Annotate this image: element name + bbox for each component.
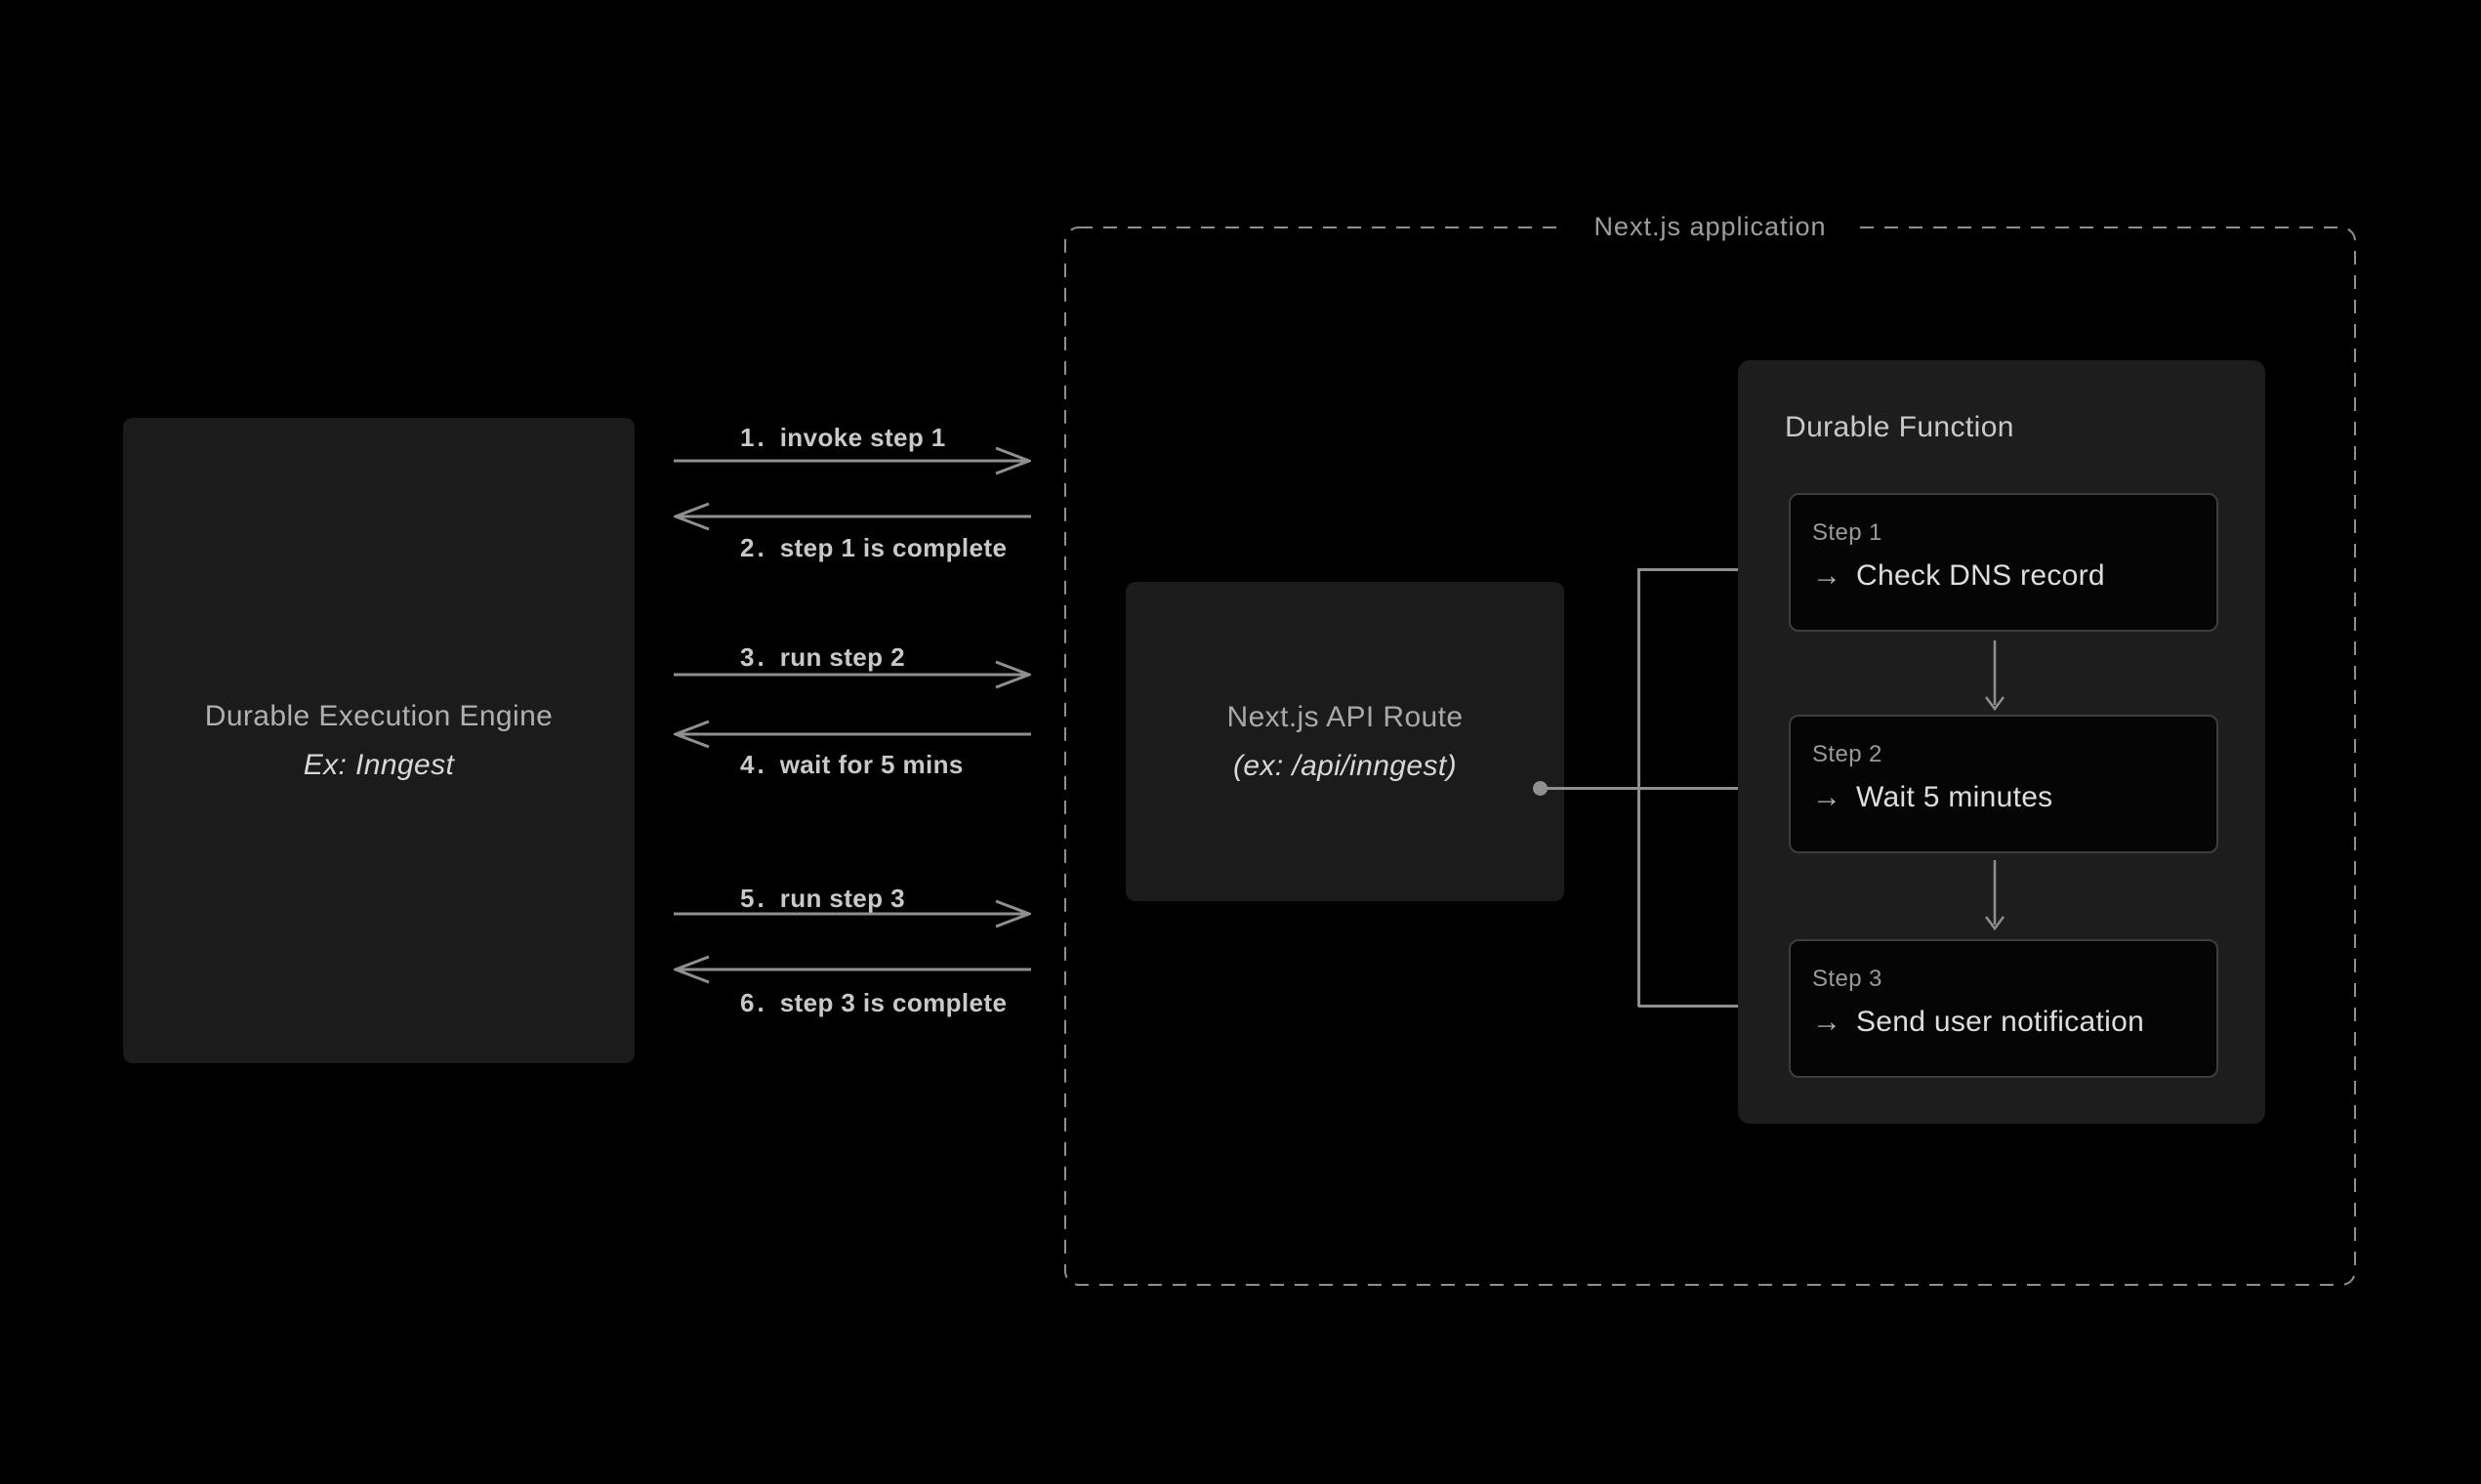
step-action-row: → Wait 5 minutes (1812, 781, 2216, 814)
durable-execution-engine-box: Durable Execution Engine Ex: Inngest (123, 418, 635, 1063)
message-label-3: 3. run step 2 (740, 641, 905, 673)
dashed-border (1064, 227, 2356, 1286)
step-box-1: Step 1 → Check DNS record (1789, 493, 2218, 632)
arrow-down-icon (1985, 640, 2005, 711)
nextjs-application-container: Next.js application (1064, 208, 2356, 1286)
message-label-4: 4. wait for 5 mins (740, 749, 964, 780)
step-label: Step 2 (1812, 741, 1882, 767)
arrow-right-icon (674, 446, 1031, 475)
arrow-down-icon (1985, 860, 2005, 930)
message-number: 3. (740, 642, 767, 672)
arrow-left-icon (674, 502, 1031, 531)
connector-line-vertical (1637, 568, 1640, 1007)
connector-line-middle (1540, 787, 1790, 790)
api-route-subtitle: (ex: /api/inngest) (1233, 749, 1457, 782)
message-label-2: 2. step 1 is complete (740, 532, 1007, 563)
nextjs-api-route-box: Next.js API Route (ex: /api/inngest) (1126, 582, 1564, 901)
engine-title: Durable Execution Engine (204, 699, 554, 732)
message-text: step 1 is complete (779, 533, 1008, 562)
step-label: Step 3 (1812, 966, 1882, 992)
step-action-row: → Send user notification (1812, 1006, 2216, 1039)
arrow-right-icon: → (1812, 559, 1841, 592)
connector-line-top (1638, 568, 1790, 571)
step-action-text: Send user notification (1856, 1006, 2145, 1038)
api-route-title: Next.js API Route (1226, 700, 1464, 733)
step-box-3: Step 3 → Send user notification (1789, 939, 2218, 1078)
durable-function-title: Durable Function (1785, 411, 2014, 443)
arrow-right-icon: → (1812, 1006, 1841, 1038)
message-label-5: 5. run step 3 (740, 883, 905, 914)
message-number: 4. (740, 750, 767, 779)
message-text: wait for 5 mins (779, 750, 964, 779)
arrow-left-icon (674, 720, 1031, 749)
connector-line-bottom (1638, 1005, 1790, 1008)
arrow-right-icon: → (1812, 781, 1841, 813)
step-action-row: → Check DNS record (1812, 559, 2216, 593)
message-text: step 3 is complete (779, 988, 1008, 1017)
message-label-6: 6. step 3 is complete (740, 987, 1007, 1018)
step-action-text: Wait 5 minutes (1856, 781, 2053, 813)
message-number: 5. (740, 884, 767, 913)
message-number: 2. (740, 533, 767, 562)
engine-subtitle: Ex: Inngest (303, 748, 455, 781)
message-number: 1. (740, 423, 767, 452)
message-number: 6. (740, 988, 767, 1017)
step-label: Step 1 (1812, 519, 1882, 546)
arrow-left-icon (674, 955, 1031, 984)
message-label-1: 1. invoke step 1 (740, 422, 946, 453)
message-text: run step 3 (779, 884, 905, 913)
message-text: run step 2 (779, 642, 905, 672)
step-box-2: Step 2 → Wait 5 minutes (1789, 715, 2218, 853)
step-action-text: Check DNS record (1856, 559, 2105, 592)
nextjs-application-label: Next.js application (1564, 208, 1856, 245)
durable-function-panel: Durable Function Step 1 → Check DNS reco… (1738, 360, 2265, 1124)
message-text: invoke step 1 (779, 423, 946, 452)
arrow-right-icon (674, 660, 1031, 689)
arrow-right-icon (674, 899, 1031, 928)
